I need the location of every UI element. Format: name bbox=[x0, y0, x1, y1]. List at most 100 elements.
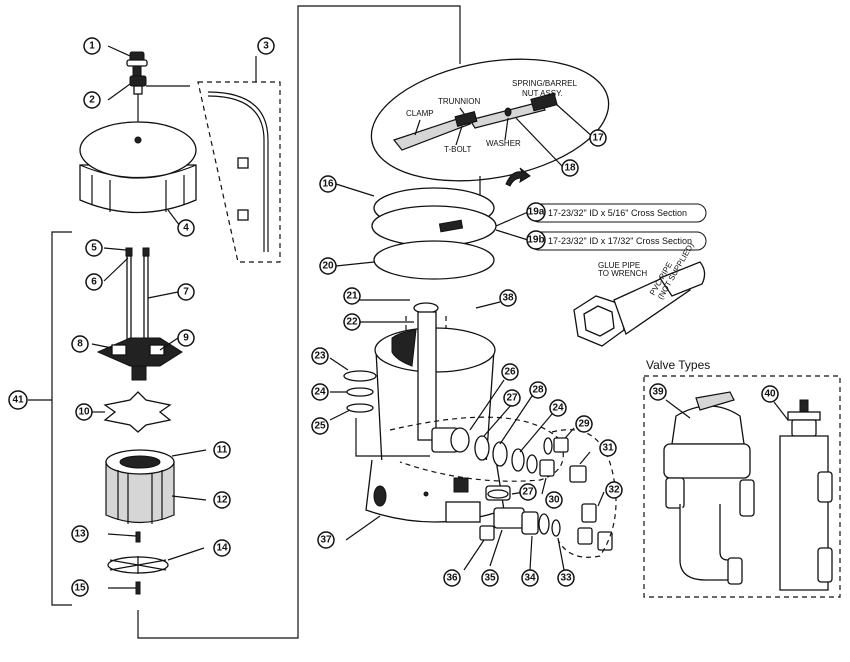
callout-19b: 19b bbox=[526, 230, 546, 250]
callout-21: 21 bbox=[343, 287, 361, 305]
spec-19b-text: 17-23/32" ID x 17/32" Cross Section bbox=[548, 236, 692, 246]
callout-41: 41 bbox=[8, 390, 28, 410]
svg-text:1: 1 bbox=[89, 41, 95, 52]
callout-7: 7 bbox=[177, 283, 195, 301]
callout-17: 17 bbox=[589, 129, 607, 147]
callout-27a: 27 bbox=[503, 389, 521, 407]
callout-20: 20 bbox=[319, 257, 337, 275]
label-trunnion: TRUNNION bbox=[438, 97, 480, 106]
callout-40: 40 bbox=[761, 385, 779, 403]
svg-text:10: 10 bbox=[78, 407, 90, 418]
svg-text:6: 6 bbox=[91, 277, 97, 288]
callout-5: 5 bbox=[85, 239, 103, 257]
svg-text:3: 3 bbox=[263, 41, 269, 52]
drain-fittings bbox=[463, 485, 565, 571]
svg-text:27: 27 bbox=[506, 393, 518, 404]
svg-text:8: 8 bbox=[77, 339, 83, 350]
callout-27b: 27 bbox=[519, 483, 537, 501]
callout-34: 34 bbox=[521, 569, 539, 587]
svg-text:5: 5 bbox=[91, 243, 97, 254]
union-fittings bbox=[539, 429, 617, 558]
manifold-hub bbox=[91, 337, 183, 381]
svg-text:41: 41 bbox=[12, 395, 24, 406]
svg-text:11: 11 bbox=[217, 445, 228, 456]
callout-31: 31 bbox=[599, 439, 617, 457]
svg-text:17: 17 bbox=[592, 133, 604, 144]
label-clamp: CLAMP bbox=[406, 109, 434, 118]
filter-lid bbox=[79, 121, 197, 227]
o-ring-spec-19b: 17-23/32" ID x 17/32" Cross Section bbox=[529, 231, 707, 251]
callout-26: 26 bbox=[501, 363, 519, 381]
callout-28: 28 bbox=[529, 381, 547, 399]
svg-text:30: 30 bbox=[548, 495, 560, 506]
svg-text:2: 2 bbox=[89, 95, 95, 106]
callout-1: 1 bbox=[83, 37, 101, 55]
svg-text:20: 20 bbox=[322, 261, 334, 272]
o-ring-spec-19a: 17-23/32" ID x 5/16" Cross Section bbox=[529, 203, 707, 223]
label-t-bolt: T-BOLT bbox=[444, 145, 472, 154]
svg-text:12: 12 bbox=[216, 495, 228, 506]
callout-35: 35 bbox=[481, 569, 499, 587]
cartridge-element bbox=[105, 449, 207, 524]
svg-text:29: 29 bbox=[578, 419, 590, 430]
callout-9: 9 bbox=[177, 329, 195, 347]
filter-wrench: GLUE PIPE TO WRENCH PVC PIPE (NOT SUPPLI… bbox=[573, 241, 706, 347]
callout-36: 36 bbox=[443, 569, 461, 587]
valve-types-title: Valve Types bbox=[646, 358, 710, 372]
svg-text:9: 9 bbox=[183, 333, 189, 344]
svg-text:19a: 19a bbox=[528, 207, 545, 218]
air-relief-tube-box bbox=[197, 56, 281, 263]
callout-30: 30 bbox=[545, 491, 563, 509]
label-spring-barrel: SPRING/BARREL bbox=[512, 79, 577, 88]
svg-text:19b: 19b bbox=[527, 235, 544, 246]
callout-25: 25 bbox=[311, 417, 329, 435]
label-washer: WASHER bbox=[486, 139, 521, 148]
cross-gasket bbox=[92, 391, 172, 433]
callout-12: 12 bbox=[213, 491, 231, 509]
callout-16: 16 bbox=[319, 175, 337, 193]
svg-text:40: 40 bbox=[764, 389, 776, 400]
svg-text:16: 16 bbox=[322, 179, 334, 190]
svg-text:22: 22 bbox=[346, 317, 358, 328]
wrench-note-1: GLUE PIPE bbox=[598, 261, 640, 270]
callout-18: 18 bbox=[561, 159, 579, 177]
callout-23: 23 bbox=[311, 347, 329, 365]
svg-text:18: 18 bbox=[564, 163, 576, 174]
callout-22: 22 bbox=[343, 313, 361, 331]
tank-outlet-fittings bbox=[389, 379, 575, 482]
svg-text:32: 32 bbox=[608, 485, 620, 496]
callout-29: 29 bbox=[575, 415, 593, 433]
svg-text:23: 23 bbox=[314, 351, 326, 362]
callout-19a: 19a bbox=[526, 202, 546, 222]
svg-text:31: 31 bbox=[602, 443, 614, 454]
label-nut-assy: NUT ASSY. bbox=[522, 89, 563, 98]
callout-6: 6 bbox=[85, 273, 103, 291]
svg-text:35: 35 bbox=[484, 573, 496, 584]
svg-text:27: 27 bbox=[522, 487, 534, 498]
svg-text:21: 21 bbox=[346, 291, 358, 302]
tank-o-rings bbox=[335, 183, 529, 280]
callout-24b: 24 bbox=[549, 399, 567, 417]
pressure-gauge bbox=[107, 45, 148, 77]
clamp-detail: SPRING/BARREL NUT ASSY. TRUNNION CLAMP T… bbox=[370, 58, 610, 230]
svg-text:28: 28 bbox=[532, 385, 544, 396]
svg-text:4: 4 bbox=[183, 223, 189, 234]
svg-text:24: 24 bbox=[314, 387, 326, 398]
callout-10: 10 bbox=[75, 403, 93, 421]
svg-text:7: 7 bbox=[183, 287, 189, 298]
spec-19a-text: 17-23/32" ID x 5/16" Cross Section bbox=[548, 208, 687, 218]
svg-text:36: 36 bbox=[446, 573, 458, 584]
svg-text:37: 37 bbox=[320, 535, 332, 546]
svg-text:13: 13 bbox=[74, 529, 86, 540]
callout-3: 3 bbox=[257, 37, 275, 55]
svg-text:26: 26 bbox=[504, 367, 516, 378]
callout-37: 37 bbox=[317, 531, 335, 549]
callout-13: 13 bbox=[71, 525, 89, 543]
callout-14: 14 bbox=[213, 539, 231, 557]
svg-text:24: 24 bbox=[552, 403, 564, 414]
callout-38: 38 bbox=[499, 289, 517, 307]
lateral-standpipes bbox=[103, 247, 179, 357]
callout-11: 11 bbox=[213, 441, 231, 459]
svg-text:15: 15 bbox=[74, 583, 86, 594]
svg-text:14: 14 bbox=[216, 543, 228, 554]
